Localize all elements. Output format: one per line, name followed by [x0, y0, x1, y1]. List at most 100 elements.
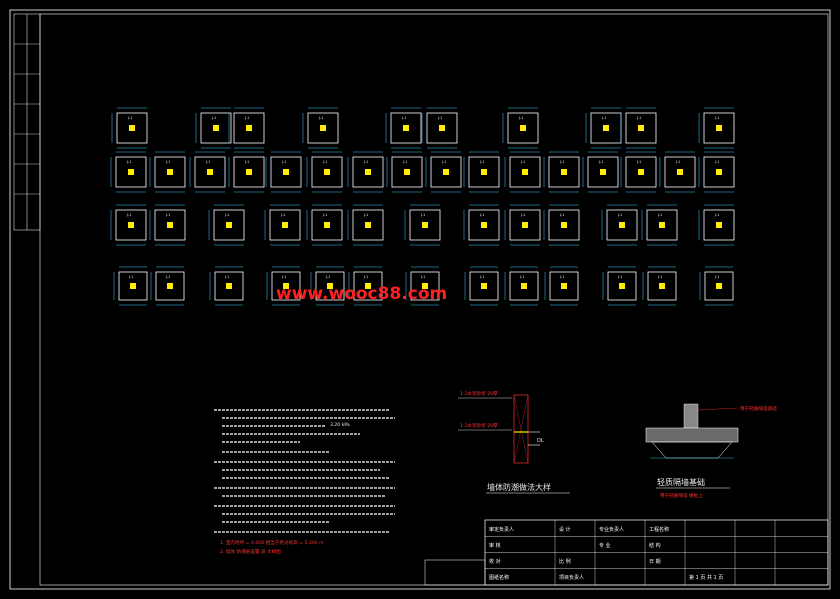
title-cell-10: 比 例	[559, 558, 571, 565]
footing-43: J-1	[266, 266, 301, 306]
footing-9: J-1	[620, 107, 657, 149]
footing-label: J-1	[127, 116, 132, 120]
footing-5: J-1	[385, 107, 422, 149]
footing-1: J-1	[111, 107, 148, 149]
footing-28: J-1	[149, 204, 186, 246]
footing-label: J-1	[479, 160, 484, 164]
title-cell-4: 专 业	[599, 542, 611, 549]
title-cell-12: 项目负责人	[559, 574, 584, 581]
footing-22: J-1	[543, 151, 580, 193]
footing-31: J-1	[306, 204, 343, 246]
footing-34: J-1	[463, 204, 500, 246]
footing-50: J-1	[602, 266, 637, 306]
footing-35: J-1	[504, 204, 541, 246]
footing-46: J-1	[405, 266, 440, 306]
title-cell-5: 结 构	[649, 542, 661, 549]
footing-47: J-1	[464, 266, 499, 306]
footing-21: J-1	[504, 151, 541, 193]
title-cell-7: 日 期	[649, 559, 661, 565]
footing-label: J-1	[401, 116, 406, 120]
footing-label: J-1	[441, 160, 446, 164]
footing-42: J-1	[209, 266, 244, 306]
footing-label: J-1	[165, 275, 170, 279]
footing-52: J-1	[699, 266, 734, 306]
footing-label: J-1	[479, 213, 484, 217]
footing-label: J-1	[559, 213, 564, 217]
binding-strip	[13, 13, 41, 231]
footing-label: J-1	[363, 275, 368, 279]
footing-3: J-1	[228, 107, 265, 149]
footing-label: J-1	[280, 213, 285, 217]
footing-51: J-1	[642, 266, 677, 306]
footing-49: J-1	[544, 266, 579, 306]
footing-label: J-1	[165, 213, 170, 217]
footing-label: J-1	[714, 275, 719, 279]
footing-label: J-1	[519, 275, 524, 279]
footing-8: J-1	[585, 107, 622, 149]
footing-20: J-1	[463, 151, 500, 193]
damp-dim-label: DL	[537, 438, 544, 444]
footing-26: J-1	[698, 151, 735, 193]
note-red-1: 1. 室内地坪 = 0.000 相当于绝对标高 = 5.300 m	[220, 539, 324, 546]
footing-29: J-1	[208, 204, 245, 246]
footing-33: J-1	[404, 204, 441, 246]
note-red-2: 2. 墙体 防潮层设置 详 大样图	[220, 548, 281, 555]
footing-label: J-1	[601, 116, 606, 120]
footing-13: J-1	[189, 151, 226, 193]
footing-label: J-1	[636, 160, 641, 164]
title-cell-13: 图纸名称	[489, 574, 509, 581]
footing-41: J-1	[150, 266, 185, 306]
footing-label: J-1	[420, 213, 425, 217]
notes-scribble	[214, 409, 395, 533]
footing-label: J-1	[126, 160, 131, 164]
footing-18: J-1	[386, 151, 423, 193]
light-detail-subtitle: 用于轻质隔墙 楼板上	[660, 492, 703, 499]
footing-40: J-1	[113, 266, 148, 306]
title-cell-3: 审 核	[489, 542, 501, 549]
footing-label: J-1	[617, 213, 622, 217]
light-annotation: 用于轻质隔墙基础	[740, 405, 777, 412]
footing-label: J-1	[437, 116, 442, 120]
footing-label: J-1	[598, 160, 603, 164]
footing-32: J-1	[347, 204, 384, 246]
title-cell-0: 审定负责人	[489, 526, 514, 533]
footing-15: J-1	[265, 151, 302, 193]
footing-19: J-1	[425, 151, 462, 193]
footing-37: J-1	[601, 204, 638, 246]
footing-label: J-1	[520, 213, 525, 217]
footing-25: J-1	[659, 151, 696, 193]
footing-label: J-1	[559, 160, 564, 164]
footing-10: J-1	[698, 107, 735, 149]
footing-label: J-1	[322, 213, 327, 217]
footing-label: J-1	[128, 275, 133, 279]
footing-label: J-1	[244, 116, 249, 120]
footing-label: J-1	[636, 116, 641, 120]
damp-label-top: 1:2水泥砂浆 20厚	[460, 390, 498, 397]
footing-44: J-1	[310, 266, 345, 306]
footing-label: J-1	[318, 116, 323, 120]
footing-30: J-1	[264, 204, 301, 246]
footing-label: J-1	[714, 160, 719, 164]
sheet-border	[9, 9, 831, 590]
footing-27: J-1	[110, 204, 147, 246]
footing-45: J-1	[348, 266, 383, 306]
footing-11: J-1	[110, 151, 147, 193]
footing-14: J-1	[228, 151, 265, 193]
footing-label: J-1	[363, 160, 368, 164]
footing-label: J-1	[281, 275, 286, 279]
footing-label: J-1	[714, 116, 719, 120]
footing-24: J-1	[620, 151, 657, 193]
footing-17: J-1	[347, 151, 384, 193]
footing-12: J-1	[149, 151, 186, 193]
damp-proof-detail: 1:2水泥砂浆 20厚 1:2水泥砂浆 20厚 DL 墙体防潮做法大样	[458, 390, 570, 494]
general-notes: 3.20 kPa 1. 室内地坪 = 0.000 相当于绝对标高 = 5.300…	[214, 409, 395, 555]
footing-38: J-1	[641, 204, 678, 246]
title-cell-2: 工程名称	[649, 526, 669, 533]
footing-48: J-1	[504, 266, 539, 306]
footing-16: J-1	[306, 151, 343, 193]
footing-36: J-1	[543, 204, 580, 246]
value-3: 3.20 kPa	[330, 422, 350, 428]
footing-label: J-1	[657, 275, 662, 279]
